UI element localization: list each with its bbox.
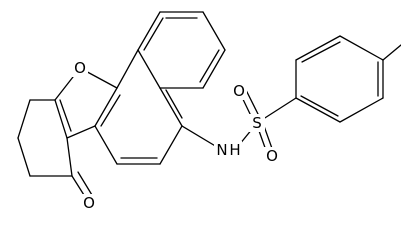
sulfonyl-oxygen-bottom-atom: O [264, 147, 280, 165]
bond-line [202, 11, 226, 51]
chemical-structure: O O N H S O O [17, 11, 401, 212]
bond-lines [17, 11, 401, 204]
bond-line [116, 49, 139, 89]
bond-line [165, 89, 183, 119]
bond-line [295, 35, 341, 61]
sulfonyl-oxygen-bottom-label: O [266, 147, 278, 165]
bond-line [382, 44, 401, 61]
sulfonyl-oxygen-top-atom: O [231, 82, 247, 100]
bond-line [17, 137, 31, 177]
bond-line [100, 94, 121, 127]
bond-line [59, 99, 72, 132]
bond-line [17, 99, 31, 139]
bond-line [339, 35, 384, 61]
bond-line [159, 125, 183, 165]
atom-labels: O O N H S O O [72, 59, 280, 212]
bond-line [94, 125, 118, 165]
bond-line [66, 125, 96, 139]
bond-line [339, 97, 384, 123]
nitrogen-label: N [216, 141, 227, 159]
bond-line [94, 87, 118, 127]
ring-oxygen-atom: O [72, 59, 88, 77]
bond-line [244, 87, 259, 115]
bond-line [199, 49, 220, 83]
ring-oxygen-label: O [74, 59, 86, 77]
bond-line [202, 49, 226, 89]
sulfur-atom: S [249, 114, 265, 132]
bond-line [137, 11, 161, 51]
carbonyl-oxygen-atom: O [81, 194, 97, 212]
sulfonyl-oxygen-top-label: O [233, 82, 245, 100]
bond-line [301, 41, 341, 63]
nh-group: N H [214, 141, 242, 159]
bond-line [66, 137, 73, 177]
hydrogen-label: H [229, 141, 240, 159]
bond-line [300, 95, 339, 117]
bond-line [137, 49, 161, 89]
carbonyl-oxygen-label: O [83, 194, 95, 212]
bond-line [295, 97, 341, 123]
bond-line [54, 99, 68, 139]
bond-line [159, 87, 183, 127]
bond-line [143, 17, 164, 51]
sulfur-label: S [252, 114, 262, 132]
